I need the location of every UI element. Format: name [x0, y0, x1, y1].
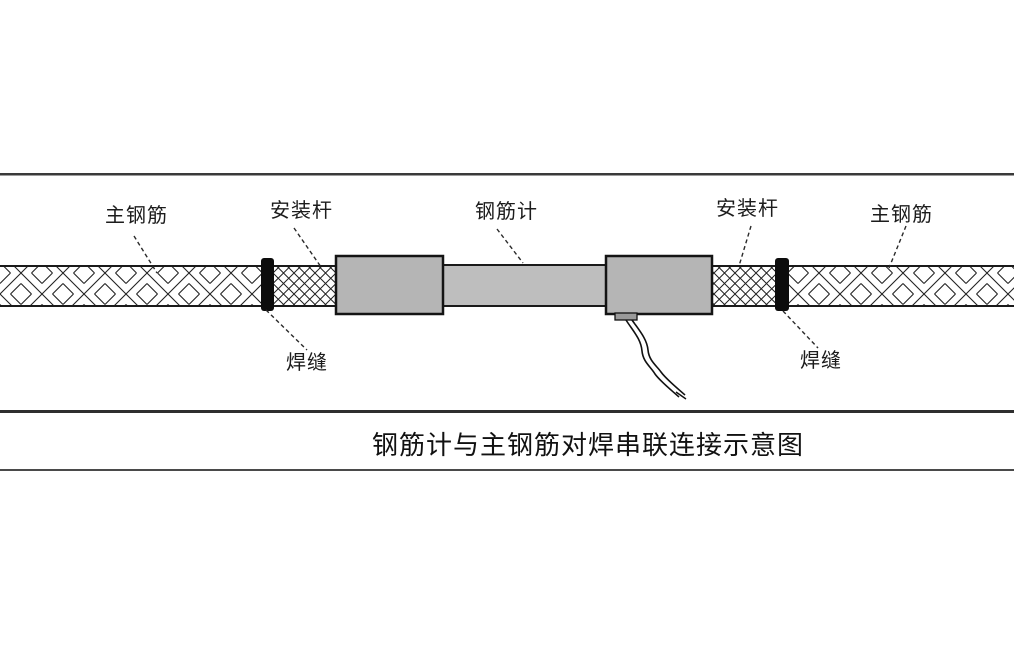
main-rebar-hatch-right — [788, 267, 1014, 305]
label-main-rebar-left: 主钢筋 — [105, 205, 168, 227]
cable-wire-2 — [631, 319, 686, 396]
cable-connector — [614, 312, 638, 321]
install-rod-hatch-right — [711, 267, 777, 305]
cable-tail — [675, 391, 687, 400]
label-gauge: 钢筋计 — [475, 201, 538, 223]
leader-main-rebar-left — [133, 235, 158, 274]
frame-line-bottom — [0, 410, 1014, 413]
label-main-rebar-right: 主钢筋 — [870, 204, 933, 226]
label-weld-right: 焊缝 — [800, 350, 842, 372]
frame-line-top — [0, 173, 1014, 176]
weld-mark-right — [775, 258, 789, 311]
diagram-caption: 钢筋计与主钢筋对焊串联连接示意图 — [372, 431, 805, 460]
leader-gauge — [496, 228, 524, 264]
leader-install-rod-right — [738, 225, 752, 267]
label-install-rod-left: 安装杆 — [270, 200, 333, 222]
gauge-coupler-left — [334, 254, 445, 316]
leader-weld-left — [265, 309, 308, 351]
leader-weld-right — [782, 310, 819, 349]
leader-main-rebar-right — [888, 225, 907, 269]
label-weld-left: 焊缝 — [286, 352, 328, 374]
gauge-body — [439, 264, 611, 307]
leader-install-rod-left — [293, 227, 322, 268]
gauge-coupler-right — [604, 254, 714, 316]
label-install-rod-right: 安装杆 — [716, 198, 779, 220]
main-rebar-hatch-left — [0, 267, 262, 305]
install-rod-hatch-left — [274, 267, 338, 305]
caption-underline — [0, 469, 1014, 471]
weld-mark-left — [261, 258, 274, 311]
cable-wire-1 — [625, 319, 680, 398]
